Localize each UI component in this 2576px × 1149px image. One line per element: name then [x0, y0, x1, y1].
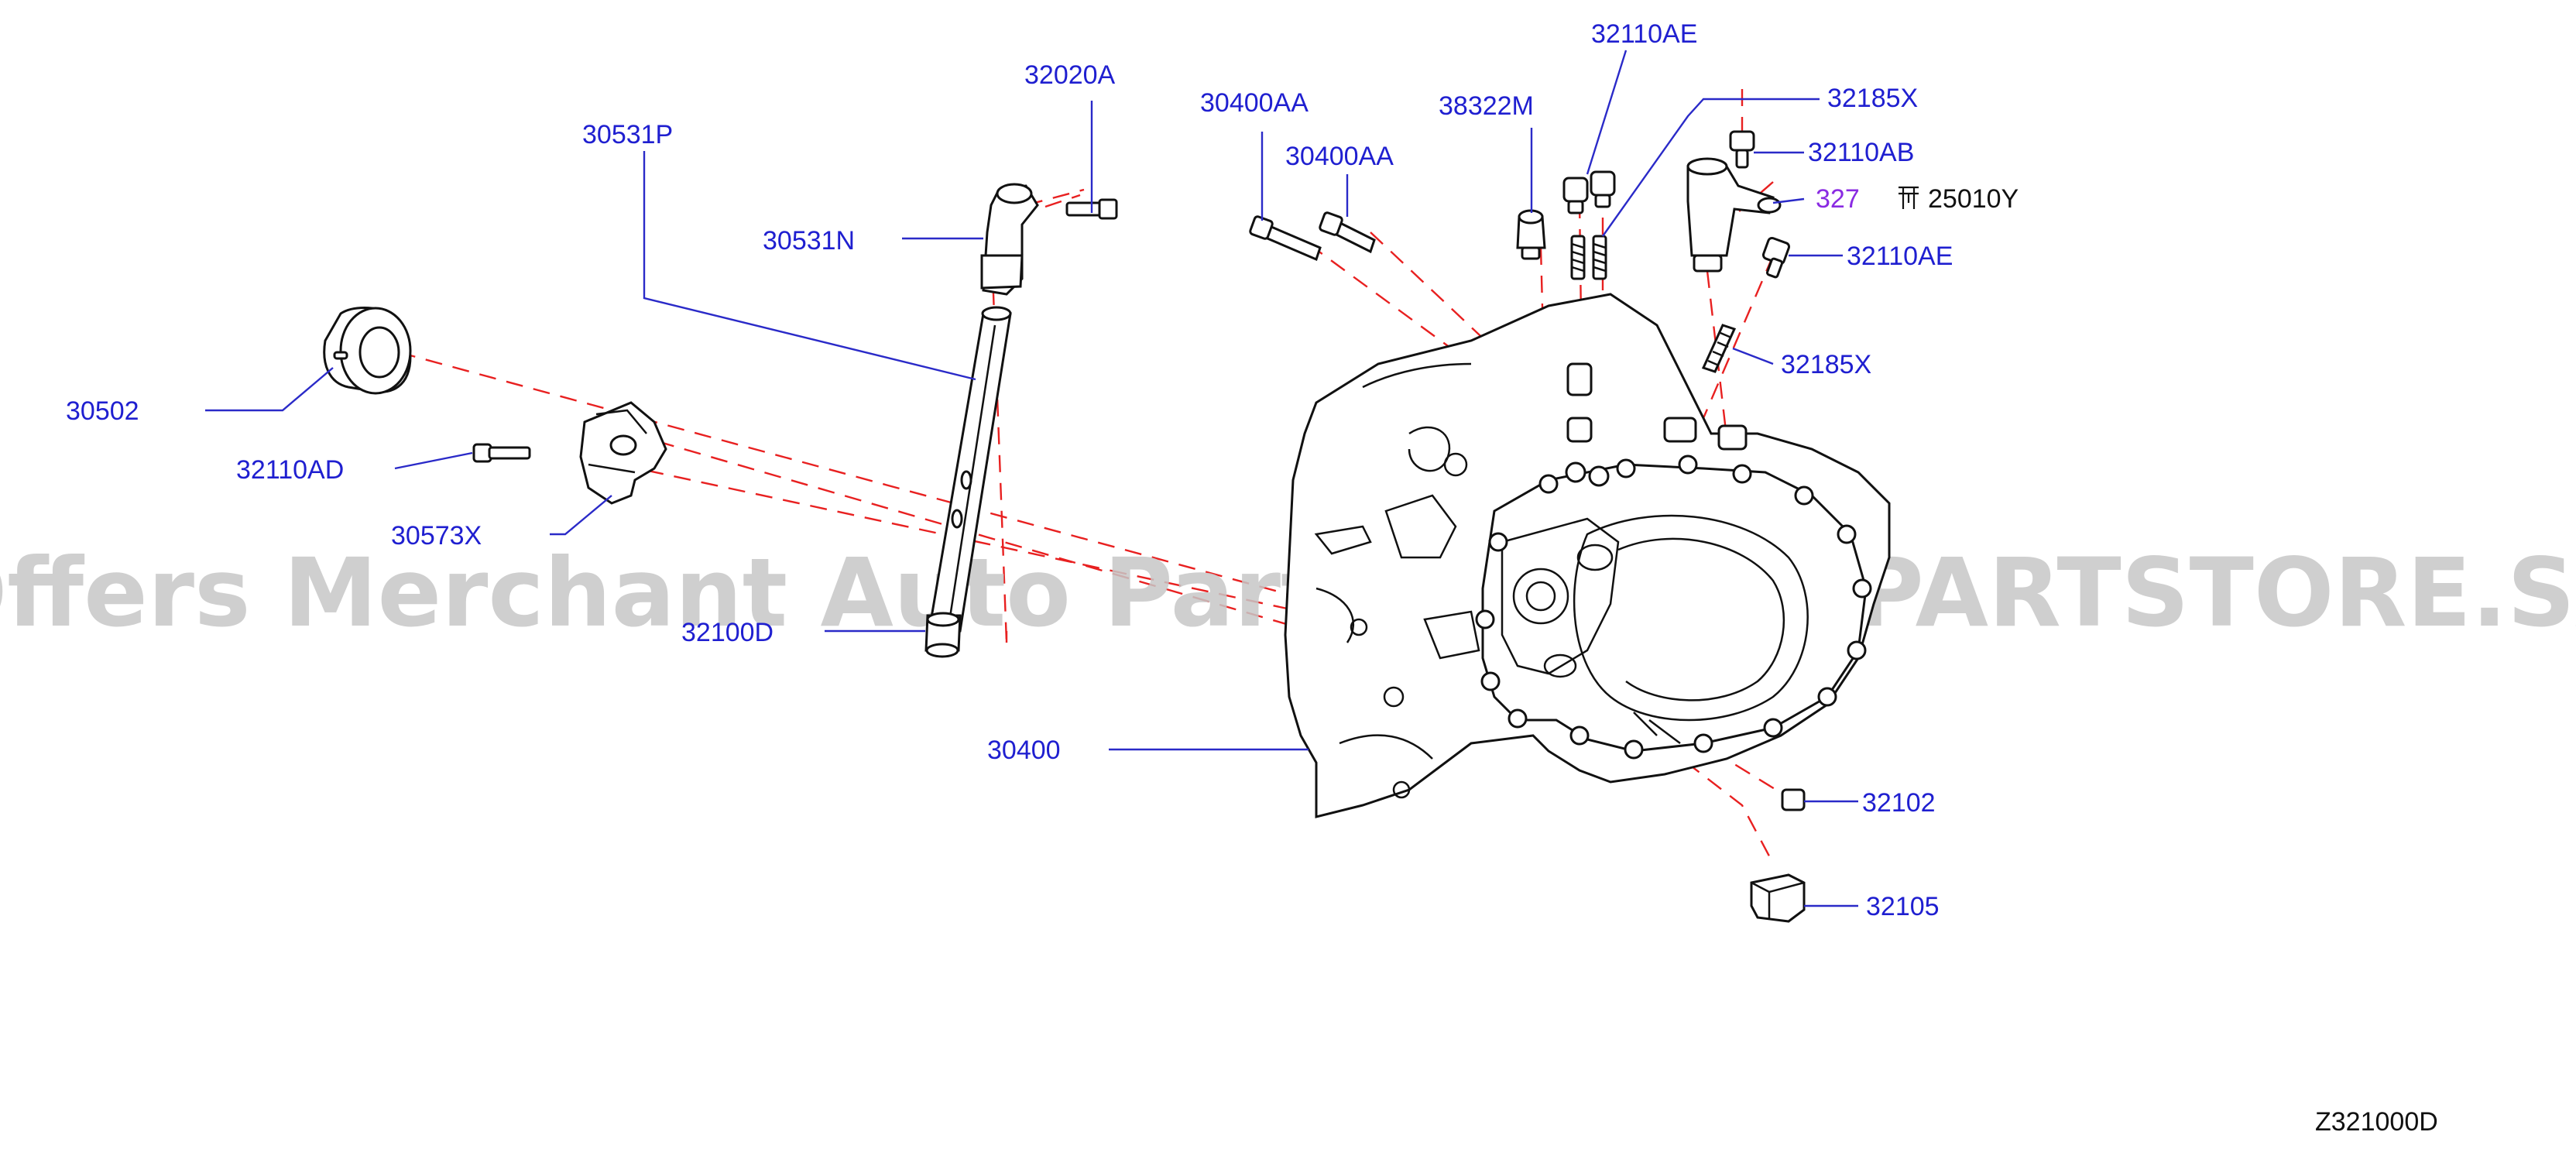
- label-32100D[interactable]: 32100D: [681, 618, 773, 647]
- case-bolt-bosses: [1475, 454, 1872, 760]
- label-30400AA-b[interactable]: 30400AA: [1285, 142, 1394, 171]
- plug-38322M: [1516, 209, 1546, 260]
- leader-lines: [205, 50, 1858, 907]
- spring-32185X-side: [1701, 324, 1737, 373]
- label-32110AE-a[interactable]: 32110AE: [1591, 19, 1697, 49]
- diagram-code: Z321000D: [2315, 1107, 2438, 1137]
- label-32020A[interactable]: 32020A: [1024, 60, 1116, 90]
- label-30531N[interactable]: 30531N: [763, 226, 855, 256]
- connector-symbol-icon: [1899, 186, 1919, 209]
- label-30400[interactable]: 30400: [987, 736, 1061, 765]
- spring-32185X-top: [1570, 235, 1607, 280]
- label-32102[interactable]: 32102: [1862, 788, 1936, 818]
- transmission-case: [1284, 293, 1891, 818]
- release-bearing: [323, 307, 412, 395]
- bolt-32020A: [1065, 198, 1118, 220]
- bolt-32110AE-side: [1761, 236, 1791, 279]
- label-32105[interactable]: 32105: [1866, 892, 1940, 921]
- label-30531P[interactable]: 30531P: [582, 120, 673, 149]
- label-30400AA-a[interactable]: 30400AA: [1200, 88, 1309, 118]
- label-32110AE-b[interactable]: 32110AE: [1847, 242, 1953, 271]
- bolt-30400AA-a: [1249, 215, 1322, 262]
- label-38322M[interactable]: 38322M: [1439, 91, 1534, 121]
- cap-32105: [1750, 873, 1806, 923]
- label-32185X-b[interactable]: 32185X: [1781, 350, 1871, 379]
- part-labels: 32020A 30531P 30531N 30502 32110AD 30573…: [66, 19, 2019, 921]
- bolt-30400AA-b: [1319, 211, 1376, 254]
- label-32185X-a[interactable]: 32185X: [1827, 84, 1918, 113]
- speed-sensor: [1686, 157, 1782, 273]
- plug-32102: [1781, 788, 1806, 811]
- label-30573X[interactable]: 30573X: [391, 521, 482, 550]
- bolt-32110AD: [472, 443, 531, 463]
- label-327[interactable]: 327: [1816, 184, 1860, 214]
- withdrawal-lever-shaft: [924, 183, 1039, 658]
- label-25010Y[interactable]: 25010Y: [1928, 184, 2019, 214]
- bolt-32110AB: [1729, 130, 1755, 169]
- label-32110AB[interactable]: 32110AB: [1808, 138, 1914, 167]
- label-30502[interactable]: 30502: [66, 396, 139, 426]
- release-fork: [579, 401, 667, 505]
- label-32110AD[interactable]: 32110AD: [236, 455, 344, 485]
- bolt-32110AE-top: [1562, 170, 1616, 214]
